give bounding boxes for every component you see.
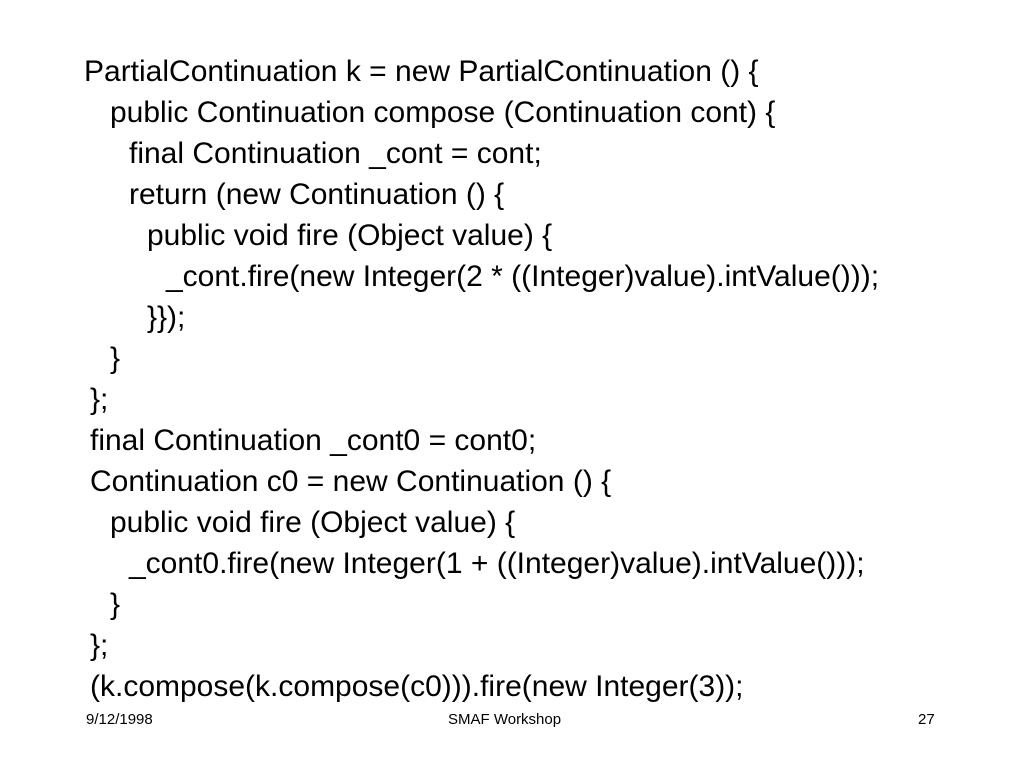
footer-date: 9/12/1998 <box>86 711 153 728</box>
code-line: } <box>110 342 121 375</box>
slide-number: 27 <box>918 711 935 728</box>
code-line: return (new Continuation () { <box>129 178 505 211</box>
code-line: }; <box>90 629 109 662</box>
code-listing: PartialContinuation k = new PartialConti… <box>0 51 1024 711</box>
code-line: public void fire (Object value) { <box>147 219 553 252</box>
code-line: }}); <box>147 301 186 334</box>
code-line: } <box>110 588 121 621</box>
code-line: final Continuation _cont = cont; <box>129 137 542 170</box>
code-line: _cont0.fire(new Integer(1 + ((Integer)va… <box>129 547 865 580</box>
code-line: }; <box>90 383 109 416</box>
code-line: _cont.fire(new Integer(2 * ((Integer)val… <box>166 260 880 293</box>
code-line: Continuation c0 = new Continuation () { <box>90 465 612 498</box>
code-line: public Continuation compose (Continuatio… <box>110 96 776 129</box>
code-line: (k.compose(k.compose(c0))).fire(new Inte… <box>90 670 744 703</box>
code-line: PartialContinuation k = new PartialConti… <box>84 55 759 88</box>
code-line: public void fire (Object value) { <box>110 506 516 539</box>
footer-title: SMAF Workshop <box>448 711 562 728</box>
code-line: final Continuation _cont0 = cont0; <box>90 424 537 457</box>
